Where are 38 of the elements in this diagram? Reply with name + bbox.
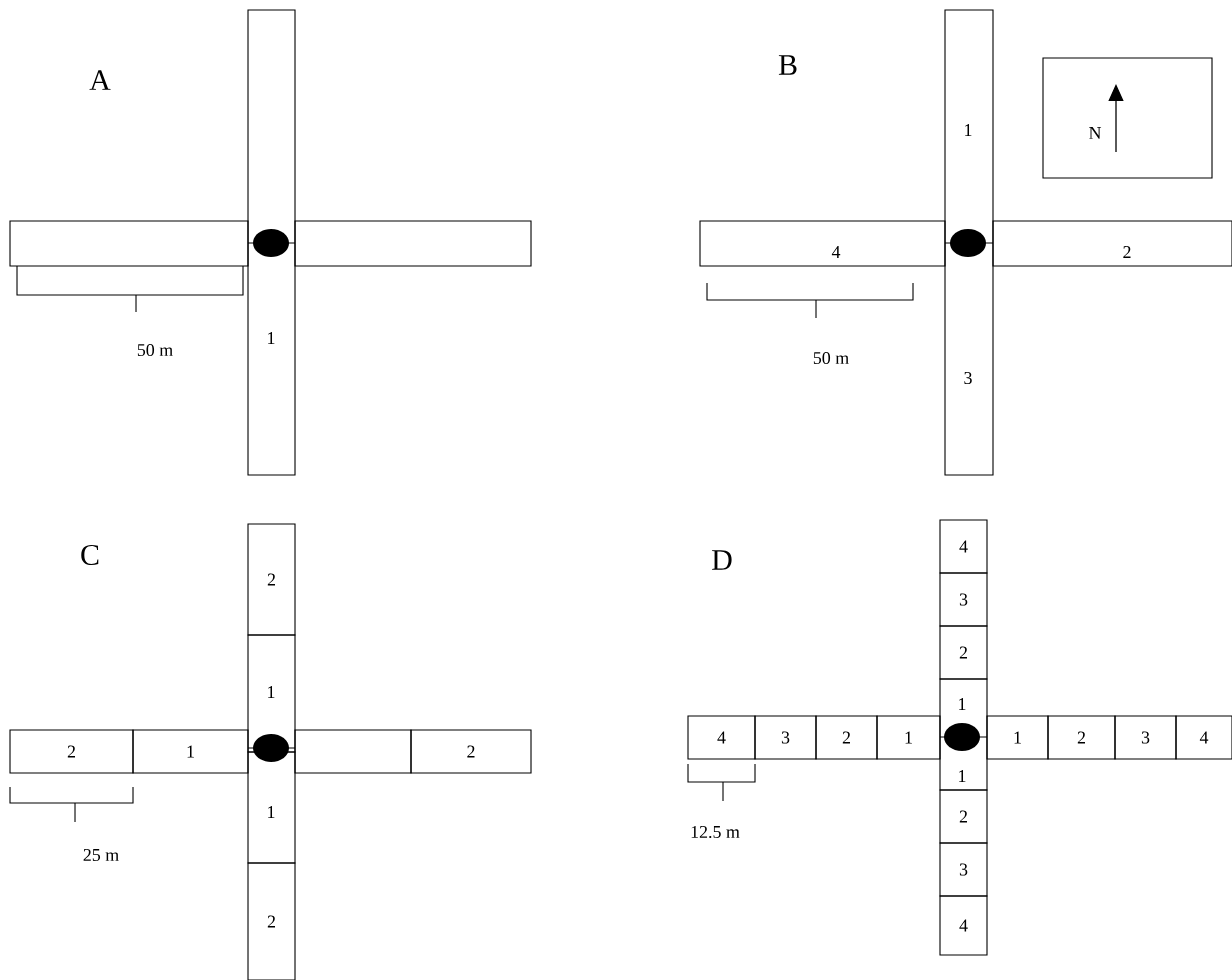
plot-strip: 4 bbox=[1175, 715, 1232, 760]
plot-strip: 1 bbox=[132, 729, 249, 774]
plot-strip: 2 bbox=[815, 715, 878, 760]
dimension-label: 12.5 m bbox=[691, 825, 740, 839]
plot-strip: 3 bbox=[939, 572, 988, 627]
plot-strip: 3 bbox=[939, 842, 988, 897]
plot-strip: 2 bbox=[939, 625, 988, 680]
plot-strip: 4 bbox=[699, 220, 946, 267]
plot-strip: 3 bbox=[754, 715, 817, 760]
panel-letter: B bbox=[778, 55, 797, 75]
plot-strip: 2 bbox=[1047, 715, 1116, 760]
plot-strip: 2 bbox=[992, 220, 1232, 267]
dimension-label: 50 m bbox=[137, 343, 173, 357]
plot-strip: 4 bbox=[939, 895, 988, 956]
plot-strip: 1 bbox=[247, 9, 296, 476]
plot-strip bbox=[9, 220, 249, 267]
plot-strip: 1 bbox=[876, 715, 941, 760]
plot-strip: 2 bbox=[9, 729, 134, 774]
plot-strip bbox=[294, 729, 412, 774]
plot-strip: 3 bbox=[1114, 715, 1177, 760]
panel-letter: D bbox=[712, 550, 732, 570]
dimension-label: 50 m bbox=[813, 351, 849, 365]
plot-strip: 1 1 bbox=[939, 678, 988, 791]
panel-letter: A bbox=[89, 70, 111, 90]
plot-strip: 1 bbox=[986, 715, 1049, 760]
plot-strip: 4 bbox=[687, 715, 756, 760]
plot-strip: 2 bbox=[410, 729, 532, 774]
plot-strip: 1 bbox=[247, 751, 296, 864]
plot-strip: 2 bbox=[247, 862, 296, 980]
plot-strip: 1 3 bbox=[944, 9, 994, 476]
compass-box: N bbox=[1042, 57, 1213, 179]
plot-strip bbox=[294, 220, 532, 267]
panel-letter: C bbox=[81, 544, 99, 566]
dimension-label: 25 m bbox=[83, 848, 119, 861]
plot-strip: 2 bbox=[247, 523, 296, 636]
plot-strip: 2 bbox=[939, 789, 988, 844]
plot-strip: 4 bbox=[939, 519, 988, 574]
plot-strip: 1 bbox=[247, 634, 296, 753]
